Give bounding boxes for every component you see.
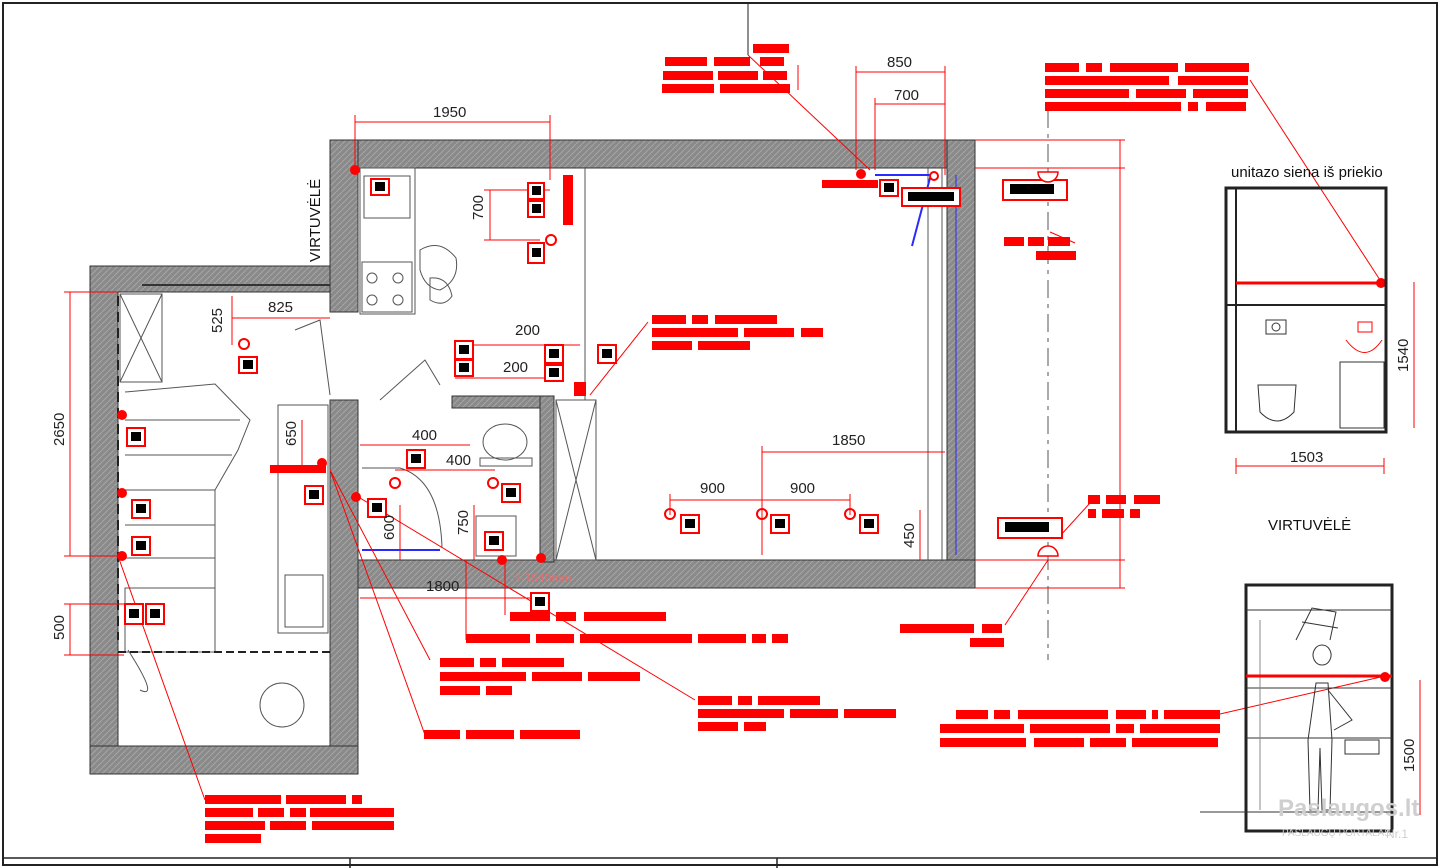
dim-825: 825 bbox=[268, 299, 293, 316]
dim-750: 750 bbox=[455, 510, 472, 535]
kitchen-wall-elevation bbox=[1200, 583, 1394, 833]
watermark: Paslaugos.lt PASLAUGŲ PORTALAS Nr.1 bbox=[1278, 795, 1419, 841]
dim-1800: 1800 bbox=[426, 578, 459, 595]
dim-1850: 1850 bbox=[832, 432, 865, 449]
dim-650: 650 bbox=[283, 421, 300, 446]
dim-900-b: 900 bbox=[790, 480, 815, 497]
redacted-notes bbox=[205, 44, 1249, 843]
dim-1540: 1540 bbox=[1395, 339, 1412, 372]
watermark-rank: Nr.1 bbox=[1386, 827, 1408, 841]
kitchen-label-left: VIRTUVĖLĖ bbox=[306, 179, 324, 262]
walls bbox=[89, 139, 976, 775]
dim-200-b: 200 bbox=[503, 359, 528, 376]
outlet-markers bbox=[117, 165, 1390, 682]
watermark-tagline: PASLAUGŲ PORTALAS bbox=[1282, 828, 1391, 839]
dim-900-a: 900 bbox=[700, 480, 725, 497]
dimension-lines bbox=[64, 66, 1421, 815]
dim-525: 525 bbox=[209, 308, 226, 333]
dim-700-top: 700 bbox=[894, 87, 919, 104]
dim-1503: 1503 bbox=[1290, 449, 1323, 466]
toilet-wall-elevation bbox=[1224, 186, 1388, 434]
height-note: H-1540mm bbox=[512, 571, 571, 585]
dim-400-b: 400 bbox=[446, 452, 471, 469]
dim-500: 500 bbox=[51, 615, 68, 640]
dim-2650: 2650 bbox=[51, 413, 68, 446]
dim-400-a: 400 bbox=[412, 427, 437, 444]
dim-200-a: 200 bbox=[515, 322, 540, 339]
dim-600: 600 bbox=[381, 515, 398, 540]
dim-1500: 1500 bbox=[1401, 739, 1418, 772]
dim-700-left: 700 bbox=[470, 195, 487, 220]
watermark-brand: Paslaugos.lt bbox=[1278, 795, 1419, 822]
dim-850: 850 bbox=[887, 54, 912, 71]
toilet-wall-label: unitazo siena iš priekio bbox=[1231, 164, 1383, 181]
room-labels: VIRTUVĖLĖ VIRTUVĖLĖ unitazo siena iš pri… bbox=[306, 164, 1383, 585]
dim-450: 450 bbox=[901, 523, 918, 548]
dimension-labels: 1950 850 700 700 825 525 2650 650 200 20… bbox=[51, 54, 1418, 772]
kitchen-label-right: VIRTUVĖLĖ bbox=[1268, 516, 1351, 534]
dim-1950: 1950 bbox=[433, 104, 466, 121]
